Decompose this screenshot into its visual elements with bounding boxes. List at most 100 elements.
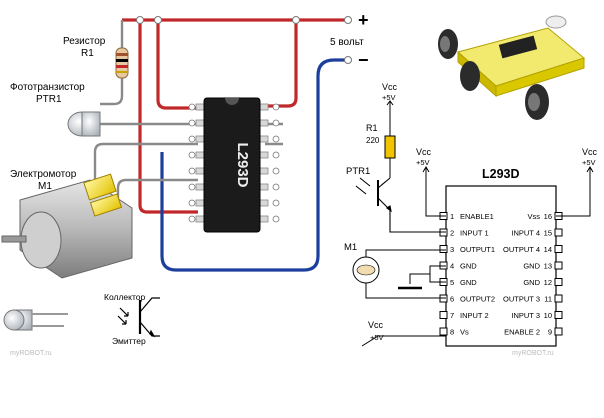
breadboard-hole [188, 199, 196, 207]
pin-left-num: 4 [450, 262, 454, 271]
pin-left-name: GND [460, 262, 477, 271]
chip-pin-left [195, 135, 205, 143]
schematic-pin-right [554, 245, 563, 253]
pin-left-num: 1 [450, 212, 454, 221]
pin-left-num: 5 [450, 278, 454, 287]
pin-right-name: GND [523, 278, 540, 287]
schematic-pin-right [554, 327, 563, 336]
pin-left-num: 6 [450, 295, 454, 304]
pin-left-name: ENABLE1 [460, 212, 494, 221]
schematic-pin-right [554, 228, 563, 237]
vcc-pin8-label: Vcc [368, 320, 384, 330]
chip-pin-left [195, 103, 205, 111]
emitter-label: Эмиттер [112, 336, 146, 346]
phototransistor-symbol [117, 297, 160, 338]
pin-left-name: GND [460, 278, 477, 287]
breadboard-hole [188, 167, 196, 175]
blue-ground-wire [160, 58, 348, 272]
breadboard-hole [188, 151, 196, 159]
pin-left-num: 2 [450, 229, 454, 238]
pin-left-name: INPUT 2 [460, 311, 489, 320]
chip-pin-left [195, 119, 205, 127]
robot-illustration [438, 15, 586, 120]
phototransistor-label: Фототранзистор [10, 82, 85, 93]
schematic-pin-right [554, 278, 563, 286]
chip-pins [188, 103, 280, 223]
plus5v-pin1-label: +5V [416, 158, 430, 167]
phototransistor [67, 111, 101, 137]
phototransistor-sample [3, 309, 68, 331]
pin-left-name: OUTPUT2 [460, 295, 495, 304]
schematic-pin-right [554, 294, 563, 303]
pin-right-num: 10 [544, 311, 552, 320]
schematic-pin-left [439, 327, 448, 336]
pin-right-num: 13 [544, 262, 552, 271]
supply-label: 5 вольт [330, 37, 364, 48]
m1-symbol [352, 249, 446, 299]
plus5v-pin8-label: +5V [370, 333, 384, 342]
minus-sign: − [358, 50, 369, 70]
vcc-pin1-label: Vcc [416, 147, 432, 157]
vcc-r1-label: Vcc [382, 82, 398, 92]
r1-label: R1 [366, 123, 378, 133]
breadboard-hole [272, 119, 280, 127]
collector-label: Коллектор [104, 292, 145, 302]
chip-pin-right [259, 199, 269, 207]
chip-pin-right [259, 119, 269, 127]
pin-left-name: INPUT 1 [460, 229, 489, 238]
pin-right-name: OUTPUT 4 [503, 245, 540, 254]
m1-label: M1 [344, 242, 357, 253]
chip-pin-right [259, 167, 269, 175]
breadboard-hole [272, 215, 280, 223]
breadboard-hole [272, 183, 280, 191]
schematic-pin-left [439, 245, 448, 253]
pin-right-name: INPUT 4 [511, 229, 540, 238]
pin-right-name: GND [523, 262, 540, 271]
chip-pin-right [259, 151, 269, 159]
schematic-pin-right [554, 261, 563, 270]
chip-pin-left [195, 167, 205, 175]
breadboard-hole [272, 103, 280, 111]
chip-pin-right [259, 103, 269, 111]
motor-ref: M1 [38, 181, 52, 192]
ptr1-label: PTR1 [346, 166, 370, 177]
pin-left-num: 8 [450, 328, 454, 337]
pin-right-num: 11 [544, 295, 552, 304]
chip-pin-left [195, 215, 205, 223]
plus-sign: + [358, 10, 369, 30]
resistor-r1-symbol [384, 135, 396, 159]
watermark-left: myROBOT.ru [10, 350, 52, 357]
r1-value: 220 [366, 136, 380, 145]
chip-pin-left [195, 199, 205, 207]
motor-label: Электромотор [10, 169, 77, 180]
plus5v-r1-label: +5V [382, 93, 396, 102]
breadboard-hole [188, 215, 196, 223]
pin-right-num: 15 [544, 229, 552, 238]
ptr1-symbol [355, 177, 446, 233]
motor [1, 173, 133, 279]
resistor-ref: R1 [81, 48, 94, 59]
chip-pin-left [195, 183, 205, 191]
schematic-pin-left [439, 311, 448, 319]
schematic-chip-title: L293D [482, 167, 520, 181]
schematic-pin-right [554, 311, 563, 319]
pin-left-num: 7 [450, 311, 454, 320]
breadboard-hole [272, 167, 280, 175]
breadboard-hole [188, 103, 196, 111]
chip-pin-right [259, 135, 269, 143]
wiring-illustration: Резистор R1 Фототранзистор PTR1 Электром… [1, 10, 369, 357]
pin-right-num: 9 [548, 328, 552, 337]
breadboard-hole [272, 199, 280, 207]
pin-right-num: 12 [544, 278, 552, 287]
resistor-label: Резистор [63, 36, 106, 47]
plus5v-pin16-label: +5V [582, 158, 596, 167]
breadboard-hole [188, 183, 196, 191]
pin-right-name: INPUT 3 [511, 311, 540, 320]
pin-left-num: 3 [450, 245, 454, 254]
vcc-pin16-label: Vcc [582, 147, 598, 157]
watermark-right: myROBOT.ru [512, 350, 554, 357]
pin-left-name: OUTPUT1 [460, 245, 495, 254]
